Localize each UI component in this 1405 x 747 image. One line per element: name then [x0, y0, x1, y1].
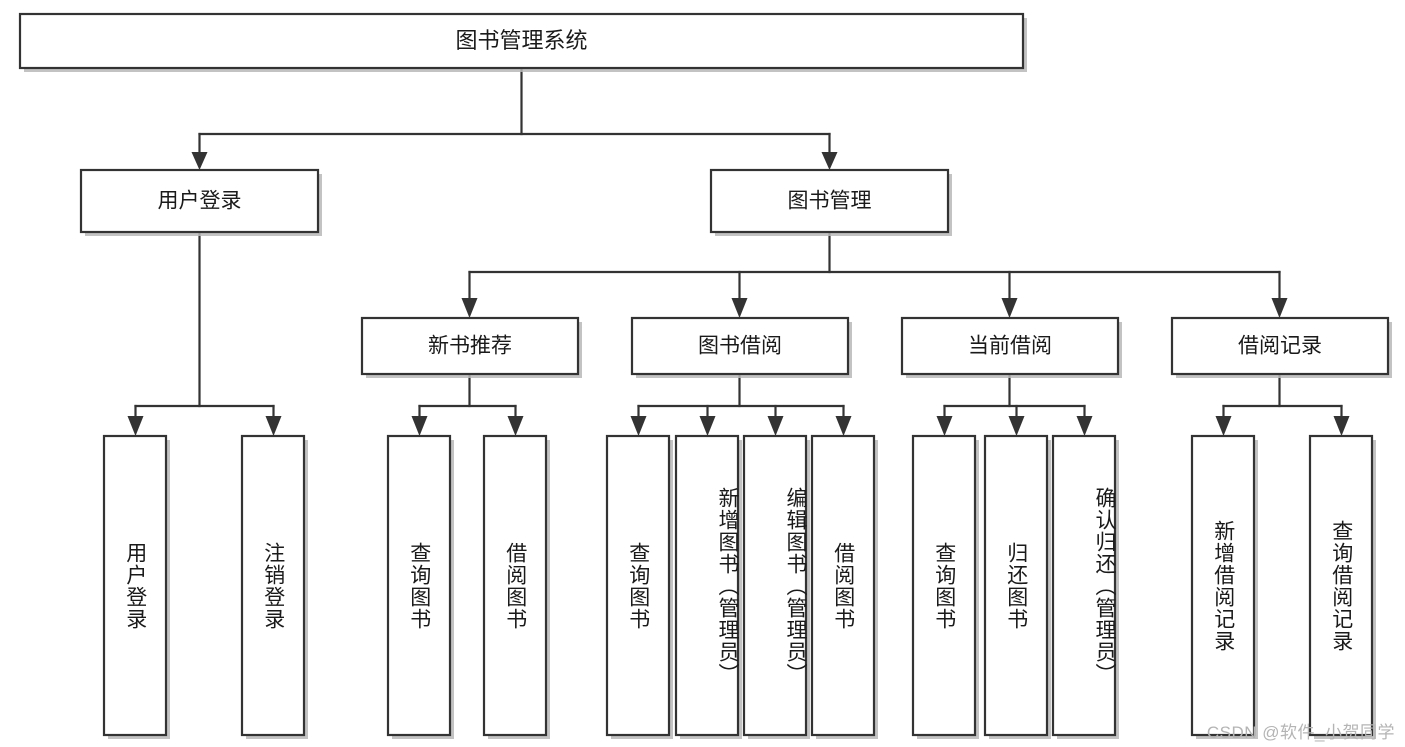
node-book-manage-rect [709, 168, 950, 234]
csdn-watermark: CSDN @软件_小贺同学 [1206, 723, 1395, 742]
leaf-borrow-book-1-rect[interactable] [482, 434, 548, 737]
arrow-head-current-borrow [1001, 298, 1018, 318]
arrow-head-leaf-user-login [127, 416, 144, 436]
node-book-borrow-rect [630, 316, 850, 376]
leaf-query-record-rect[interactable] [1308, 434, 1374, 737]
arrow-head-leaf-query-book-3 [936, 416, 953, 436]
node-new-book-recommend-label: 新书推荐 [428, 335, 512, 358]
leaf-confirm-return-rect[interactable] [1051, 434, 1117, 737]
arrow-head-leaf-query-book-1 [411, 416, 428, 436]
node-book-manage-label: 图书管理 [788, 190, 872, 213]
node-borrow-record-label: 借阅记录 [1238, 335, 1322, 358]
node-user-login-rect [79, 168, 320, 234]
leaf-user-login-rect[interactable] [102, 434, 168, 737]
leaf-logout-rect[interactable] [240, 434, 306, 737]
node-root-label: 图书管理系统 [455, 28, 587, 53]
node-root[interactable]: 图书管理系统 [18, 12, 1027, 72]
leaf-add-record-rect[interactable] [1190, 434, 1256, 737]
connector-group-book-borrow [630, 372, 852, 436]
arrow-head-leaf-add-record [1215, 416, 1232, 436]
node-book-borrow-label: 图书借阅 [698, 335, 782, 358]
leaf-add-book-rect[interactable] [674, 434, 740, 737]
arrow-head-new-book-recommend [461, 298, 478, 318]
node-current-borrow-rect [900, 316, 1120, 376]
node-book-borrow[interactable]: 图书借阅 [630, 316, 852, 378]
node-borrow-record-rect [1170, 316, 1390, 376]
node-new-book-recommend-rect [360, 316, 580, 376]
leaf-borrow-book-2-rect[interactable] [810, 434, 876, 737]
connector-group-root [191, 66, 838, 170]
connector-group-book-manage [461, 230, 1288, 318]
connector-group-user-login [127, 230, 282, 436]
connector-group-new-book-recommend [411, 372, 524, 436]
node-user-login-label: 用户登录 [158, 190, 242, 213]
arrow-head-leaf-add-book [699, 416, 716, 436]
arrow-head-leaf-borrow-book-2 [835, 416, 852, 436]
node-current-borrow-label: 当前借阅 [968, 335, 1052, 358]
leaf-query-book-2-rect[interactable] [605, 434, 671, 737]
arrow-head-leaf-query-record [1333, 416, 1350, 436]
node-root-rect [18, 12, 1025, 70]
arrow-head-leaf-return-book [1008, 416, 1025, 436]
arrow-head-leaf-edit-book [767, 416, 784, 436]
arrow-head-book-manage [821, 152, 838, 170]
arrow-head-leaf-logout [265, 416, 282, 436]
connector-group-borrow-record [1215, 372, 1350, 436]
node-current-borrow[interactable]: 当前借阅 [900, 316, 1122, 378]
arrow-head-leaf-confirm-return [1076, 416, 1093, 436]
node-user-login[interactable]: 用户登录 [79, 168, 322, 236]
leaf-query-book-1-rect[interactable] [386, 434, 452, 737]
arrow-head-user-login [191, 152, 208, 170]
leaf-return-book-rect[interactable] [983, 434, 1049, 737]
arrow-head-leaf-borrow-book-1 [507, 416, 524, 436]
node-new-book-recommend[interactable]: 新书推荐 [360, 316, 582, 378]
leaf-boxes [102, 434, 1376, 739]
leaf-query-book-3-rect[interactable] [911, 434, 977, 737]
leaf-edit-book-rect[interactable] [742, 434, 808, 737]
arrow-head-book-borrow [731, 298, 748, 318]
node-book-manage[interactable]: 图书管理 [709, 168, 952, 236]
node-borrow-record[interactable]: 借阅记录 [1170, 316, 1392, 378]
arrow-head-leaf-query-book-2 [630, 416, 647, 436]
connector-group-current-borrow [936, 372, 1093, 436]
arrow-head-borrow-record [1271, 298, 1288, 318]
